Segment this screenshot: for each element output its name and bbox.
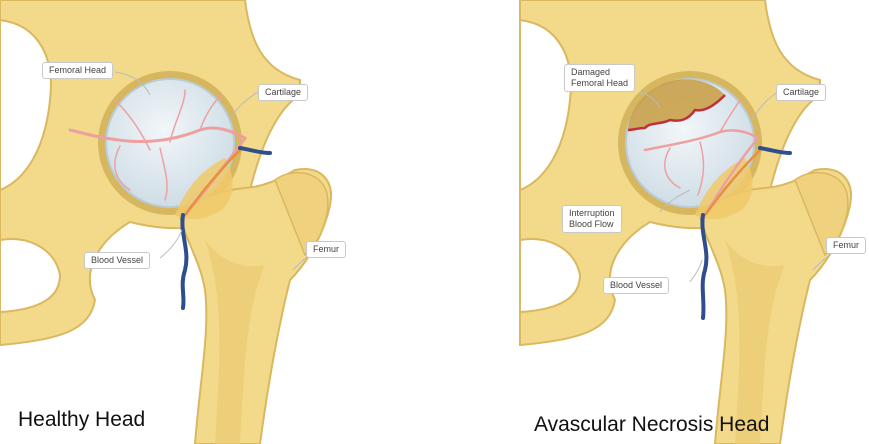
cartilage-label-right: Cartilage <box>776 84 826 101</box>
avascular-necrosis-caption: Avascular Necrosis Head <box>534 413 769 437</box>
femoral-head-label: Femoral Head <box>42 62 113 79</box>
blood-vessel-label: Blood Vessel <box>84 252 150 269</box>
damaged-femoral-head-label: Damaged Femoral Head <box>564 64 635 92</box>
cartilage-label: Cartilage <box>258 84 308 101</box>
healthy-head-caption: Healthy Head <box>18 408 145 432</box>
interruption-blood-flow-label: Interruption Blood Flow <box>562 205 622 233</box>
femur-label: Femur <box>306 241 346 258</box>
blood-vessel-label-right: Blood Vessel <box>603 277 669 294</box>
femur-label-right: Femur <box>826 237 866 254</box>
